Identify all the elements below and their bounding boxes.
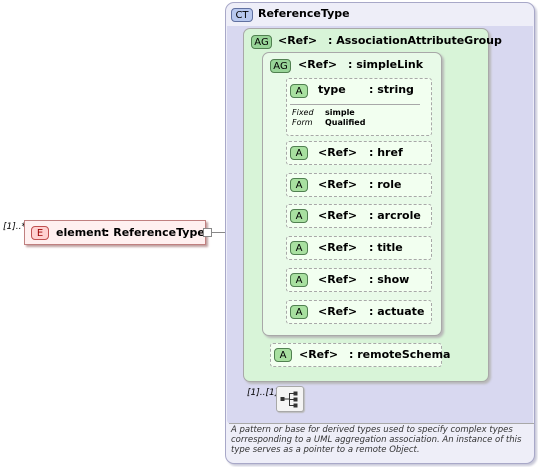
- complex-type-badge: CT: [231, 8, 253, 22]
- element-badge: E: [31, 226, 49, 240]
- attribute-remote-schema[interactable]: A <Ref> : remoteSchema: [270, 343, 450, 367]
- attribute-badge: A: [290, 273, 308, 287]
- form-label: Form: [292, 118, 313, 127]
- attribute-badge: A: [290, 178, 308, 192]
- attribute-actuate[interactable]: A <Ref> : actuate: [286, 300, 432, 324]
- attribute-ref: <Ref>: [318, 241, 358, 254]
- attribute-name: : title: [369, 241, 403, 254]
- complex-type-name: ReferenceType: [258, 7, 350, 20]
- sequence-occurrence: [1]..[1]: [247, 388, 279, 398]
- fixed-label: Fixed: [292, 108, 314, 117]
- attribute-name: : remoteSchema: [349, 348, 451, 361]
- attribute-type-box[interactable]: [286, 78, 432, 136]
- attribute-arcrole[interactable]: A <Ref> : arcrole: [286, 204, 432, 228]
- attribute-badge: A: [290, 241, 308, 255]
- attribute-type-badge: A: [290, 84, 308, 98]
- attribute-name: : show: [369, 273, 410, 286]
- attribute-group-badge: AG: [251, 35, 272, 49]
- attribute-name: : actuate: [369, 305, 425, 318]
- attribute-ref: <Ref>: [318, 146, 358, 159]
- documentation-text: A pattern or base for derived types used…: [231, 425, 522, 455]
- documentation-separator: [229, 423, 534, 424]
- attribute-badge: A: [274, 348, 292, 362]
- element-name: element: [56, 226, 107, 239]
- attribute-group-ref: <Ref>: [278, 34, 318, 47]
- attribute-show[interactable]: A <Ref> : show: [286, 268, 432, 292]
- attribute-href[interactable]: A <Ref> : href: [286, 141, 432, 165]
- element-type: : ReferenceType: [105, 226, 205, 239]
- attribute-group-name: : AssociationAttributeGroup: [328, 34, 502, 47]
- simple-link-name: : simpleLink: [348, 58, 424, 71]
- attribute-badge: A: [290, 305, 308, 319]
- attribute-badge: A: [290, 146, 308, 160]
- attribute-type-name: type: [318, 83, 346, 96]
- attribute-ref: <Ref>: [318, 178, 358, 191]
- element-occurrence: [1]..*: [3, 222, 26, 232]
- attribute-name: : href: [369, 146, 403, 159]
- attribute-ref: <Ref>: [318, 305, 358, 318]
- sequence-icon: [280, 391, 298, 408]
- attribute-name: : arcrole: [369, 209, 421, 222]
- attribute-name: : role: [369, 178, 402, 191]
- attribute-ref: <Ref>: [299, 348, 339, 361]
- attribute-type-type: : string: [369, 83, 414, 96]
- element-node[interactable]: E element : ReferenceType: [24, 220, 206, 245]
- attribute-badge: A: [290, 209, 308, 223]
- attribute-title[interactable]: A <Ref> : title: [286, 236, 432, 260]
- attribute-type-separator: [290, 104, 420, 105]
- fixed-value: simple: [325, 108, 355, 117]
- sequence-node[interactable]: [276, 386, 304, 412]
- simple-link-ref: <Ref>: [298, 58, 338, 71]
- expand-toggle[interactable]: [203, 228, 212, 237]
- attribute-role[interactable]: A <Ref> : role: [286, 173, 432, 197]
- form-value: Qualified: [325, 118, 366, 127]
- attribute-ref: <Ref>: [318, 209, 358, 222]
- simple-link-badge: AG: [270, 59, 291, 73]
- attribute-ref: <Ref>: [318, 273, 358, 286]
